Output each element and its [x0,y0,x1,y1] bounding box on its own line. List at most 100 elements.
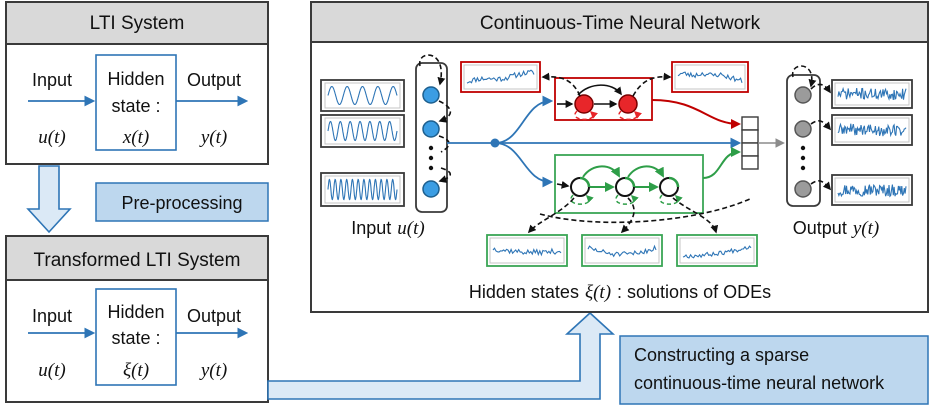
plot-axes [463,64,538,90]
input-layer [415,54,452,213]
plot-axes [674,64,746,90]
green-to-plot-dashed-arrow [672,197,719,234]
input-node [422,180,440,198]
down-arrow-icon [26,165,72,234]
vector-cell [741,142,759,157]
green-state-trace [682,245,752,259]
plot-axes [584,237,660,264]
input-dashed-arrow [438,100,452,123]
green-output-arrow [702,147,741,179]
ellipsis-dot [800,145,806,151]
output-node [794,120,812,138]
input-signal-wave [327,85,398,106]
red-block-frame [554,77,653,121]
red-state-trace [677,71,743,83]
green-state-plot [676,234,758,267]
output-caption-word: Output [793,218,847,238]
ellipsis-dot [800,155,806,161]
transformed-input-label: Input [32,306,72,326]
lti-hidden-label-line1: Hidden [107,69,164,89]
branch-arrow-to-green [494,142,554,188]
hidden-caption-var: ξ(t) [585,282,611,303]
input-signal-wave [327,178,398,201]
transformed-hidden-state-box [95,288,177,386]
ellipsis-dot [800,165,806,171]
output-layer [786,65,832,207]
hidden-caption-word: Hidden states [469,282,579,302]
output-node [794,180,812,198]
output-signal-trace [837,183,907,198]
green-dashed-curve [539,197,753,224]
vector-cell [741,155,759,170]
output-signal-trace [837,122,907,138]
green-to-plot-dashed-arrow [527,197,575,234]
transformed-lti-panel: Transformed LTI System Input Hidden stat… [5,235,269,403]
red-state-trace [466,69,535,84]
green-node-arc [579,176,591,188]
input-dashed-arrow [438,167,452,183]
red-to-plot-dashed-arrow [632,72,672,97]
green-state-trace [492,247,562,257]
green-state-plot [581,234,663,267]
input-node [422,86,440,104]
input-node [422,120,440,138]
transformed-output-var: y(t) [199,360,227,381]
input-caption-var: u(t) [397,218,424,239]
lti-system-panel: LTI System Input Hidden state : x(t) Out… [5,1,269,165]
output-signal-plot [831,79,913,109]
transformed-hidden-label-line2: state : [111,328,160,348]
plot-axes [324,82,401,109]
green-self-loop [659,194,683,205]
ellipsis-dot [428,145,434,151]
green-input-arrow [556,180,570,189]
input-signal-plot [320,79,405,112]
ctnn-panel-header [310,1,929,43]
construct-line1: Constructing a sparse [634,345,809,365]
input-caption: Input u(t) [351,218,424,239]
green-self-loop [615,194,639,205]
lti-hidden-state-box [95,54,177,151]
red-state-plot [460,61,541,93]
transformed-input-var: u(t) [38,360,65,381]
red-curved-arrow [577,84,622,96]
red-ode-block [554,77,653,121]
preprocessing-box [95,182,269,222]
red-self-loop [574,110,598,121]
red-state-plot [671,61,749,93]
input-signal-wave [327,120,398,142]
output-signal-plot [831,114,913,146]
transformed-hidden-label-line1: Hidden [107,302,164,322]
preprocessing-label: Pre-processing [121,193,242,213]
green-curved-arrow [627,165,664,178]
green-node-arc [624,176,636,188]
lti-panel-header [5,1,269,45]
red-to-plot-dashed-arrow [541,72,581,97]
construct-callout: Constructing a sparse continuous-time ne… [619,335,929,405]
lti-hidden-var: x(t) [122,127,149,148]
output-dashed-arrow [810,180,832,191]
red-node [574,94,594,114]
preprocessing-callout: Pre-processing [95,182,269,222]
vector-cell [741,129,759,144]
lti-output-label: Output [187,70,241,90]
transformed-hidden-var: ξ(t) [123,360,149,381]
input-dashed-arrow [419,54,446,86]
ctnn-panel: Continuous-Time Neural Network [310,1,929,313]
output-node [794,86,812,104]
input-caption-word: Input [351,218,391,238]
green-node-arc [668,176,680,188]
connector-up-arrow-icon [267,311,616,400]
ellipsis-dot [428,155,434,161]
red-output-arrow [651,99,741,129]
lti-hidden-label-line2: state : [111,96,160,116]
hidden-caption-rest: : solutions of ODEs [617,282,771,302]
output-dashed-arrow [791,65,817,88]
red-node [618,94,638,114]
vector-cell [741,116,759,131]
plot-axes [679,237,755,264]
output-dashed-arrow [810,83,831,94]
output-dashed-arrow [810,120,832,131]
lti-output-var: y(t) [199,127,227,148]
